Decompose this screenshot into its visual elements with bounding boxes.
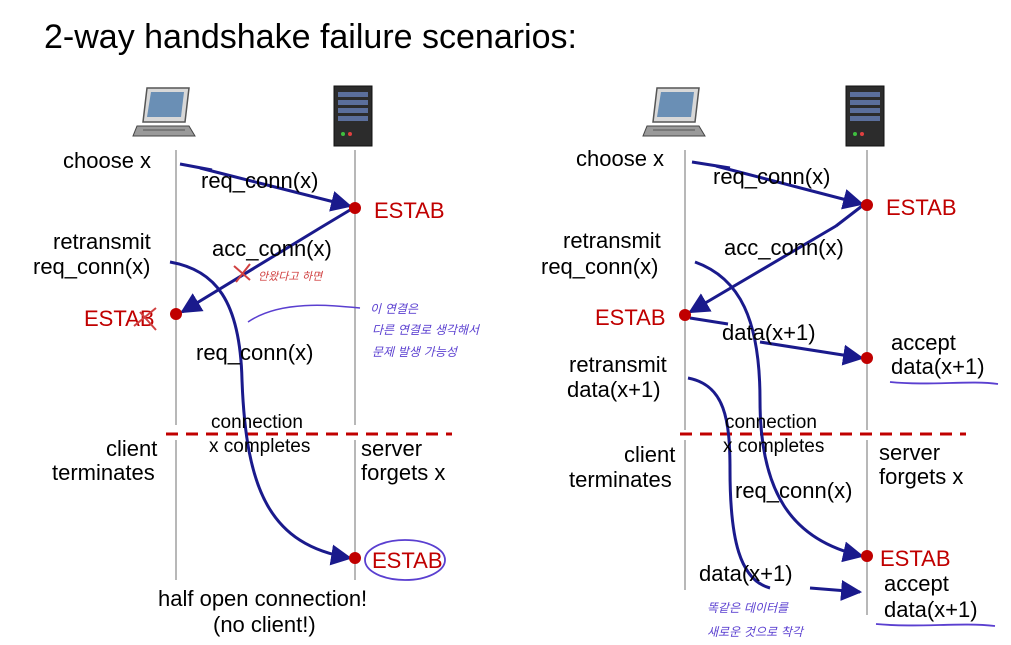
data-arrow [689, 316, 862, 358]
no-client-label: (no client!) [213, 612, 316, 637]
acc-conn-label: acc_conn(x) [212, 236, 332, 261]
forgets-label: forgets x [879, 464, 963, 489]
handwritten-note-1: 이 연결은 [370, 302, 419, 316]
accept-dot [861, 352, 873, 364]
choose-label: choose x [576, 146, 664, 171]
retransmit-data-value: data(x+1) [567, 377, 661, 402]
estab-dot-client [679, 309, 691, 321]
desktop-computer-icon [642, 87, 706, 137]
req-conn-arrow [179, 162, 350, 206]
estab-end-label: ESTAB [880, 546, 951, 571]
right-scenario: choose x req_conn(x) ESTAB retransmit re… [541, 85, 999, 639]
retransmit-req-label: req_conn(x) [33, 254, 150, 279]
server-label: server [361, 436, 422, 461]
client-label: client [624, 442, 675, 467]
estab-dot-end [349, 552, 361, 564]
forgets-label: forgets x [361, 460, 445, 485]
page-title: 2-way handshake failure scenarios: [44, 18, 577, 56]
retransmit-label: retransmit [563, 228, 661, 253]
estab-end-label: ESTAB [372, 548, 443, 573]
estab-dot-end [861, 550, 873, 562]
acc-conn-arrow [690, 204, 863, 312]
terminates-label: terminates [52, 460, 155, 485]
strike-estab [133, 307, 157, 331]
accept-label: accept [891, 330, 956, 355]
desktop-computer-icon [132, 87, 196, 137]
acc-conn-label: acc_conn(x) [724, 235, 844, 260]
handwritten-note-red: 안왔다고 하면 [258, 270, 324, 283]
data-label: data(x+1) [722, 320, 816, 345]
req-conn-label: req_conn(x) [713, 164, 830, 189]
req-conn-label-2: req_conn(x) [735, 478, 852, 503]
estab-server-label: ESTAB [886, 195, 957, 220]
estab-circle [364, 539, 446, 581]
acc-conn-arrow [182, 208, 351, 312]
left-scenario: choose x req_conn(x) ESTAB retransmit re… [33, 85, 481, 637]
completes-label: x completes [209, 436, 310, 457]
completes-label: x completes [723, 436, 824, 457]
server-tower-icon [845, 85, 885, 147]
req-conn-label: req_conn(x) [201, 168, 318, 193]
estab-dot-client [170, 308, 182, 320]
req-conn-label-2: req_conn(x) [196, 340, 313, 365]
server-label: server [879, 440, 940, 465]
accept-data-label: data(x+1) [891, 354, 985, 379]
handwritten-curve [247, 304, 361, 323]
req-conn-arrow [691, 160, 862, 204]
connection-label: connection [211, 412, 303, 433]
retransmit-req-arrow [694, 260, 865, 563]
retransmit-req-arrow [169, 260, 353, 566]
handwritten-note-2: 다른 연결로 생각해서 [372, 323, 481, 337]
retransmit-data-label: retransmit [569, 352, 667, 377]
underline-accept-2 [875, 623, 996, 627]
half-open-label: half open connection! [158, 586, 367, 611]
retransmit-data-arrow [687, 376, 771, 590]
estab-dot-server [349, 202, 361, 214]
underline-accept-1 [889, 381, 999, 385]
server-tower-icon [333, 85, 373, 147]
handwritten-note-2: 새로운 것으로 착각 [707, 625, 805, 639]
client-label: client [106, 436, 157, 461]
connection-label: connection [725, 412, 817, 433]
retransmit-req-label: req_conn(x) [541, 254, 658, 279]
estab-client-label: ESTAB [595, 305, 666, 330]
choose-label: choose x [63, 148, 151, 173]
accept-label-2: accept [884, 571, 949, 596]
handwritten-note-3: 문제 발생 가능성 [372, 345, 459, 359]
retransmit-label: retransmit [53, 229, 151, 254]
data-label-2: data(x+1) [699, 561, 793, 586]
estab-server-label: ESTAB [374, 198, 445, 223]
terminates-label: terminates [569, 467, 672, 492]
data-arrow-2 [809, 580, 863, 601]
estab-dot-server [861, 199, 873, 211]
accept-data-label-2: data(x+1) [884, 597, 978, 622]
handwritten-note-1: 똑같은 데이터를 [707, 601, 789, 615]
cross-mark [233, 263, 251, 283]
